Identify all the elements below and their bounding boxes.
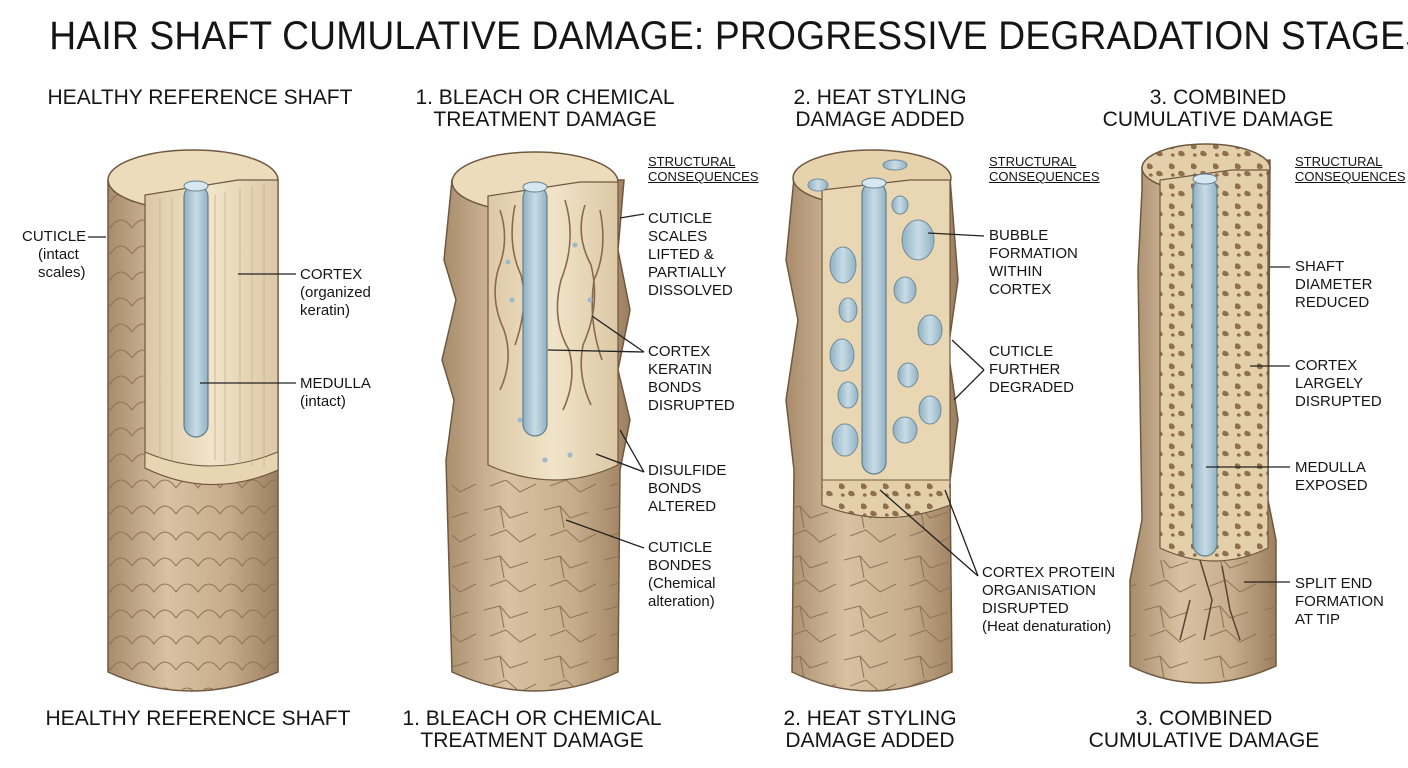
- healthy-shaft: [107, 149, 279, 692]
- structural-consequences-heading: STRUCTURAL CONSEQUENCES: [989, 154, 1100, 184]
- label-medulla-intact: MEDULLA (intact): [300, 375, 371, 410]
- label-cortex-keratin-bonds: CORTEX KERATIN BONDS DISRUPTED: [648, 343, 735, 414]
- label-cuticle-intact: CUTICLE (intact scales): [22, 228, 87, 281]
- label-cuticle-further-degraded: CUTICLE FURTHER DEGRADED: [989, 343, 1075, 396]
- label-medulla-exposed: MEDULLA EXPOSED: [1295, 459, 1368, 494]
- label-disulfide-bonds: DISULFIDE BONDS ALTERED: [648, 462, 727, 515]
- combined-shaft: [1129, 143, 1277, 684]
- label-cuticle-bondes: CUTICLE BONDES (Chemical alteration): [648, 539, 716, 610]
- label-cortex-protein-organisation: CORTEX PROTEIN ORGANISATION DISRUPTED (H…: [982, 564, 1116, 635]
- panel-header-healthy: HEALTHY REFERENCE SHAFT: [47, 86, 353, 109]
- panel-footer-healthy: HEALTHY REFERENCE SHAFT: [45, 707, 351, 730]
- label-cortex-largely-disrupted: CORTEX LARGELY DISRUPTED: [1295, 357, 1382, 410]
- bleach-shaft: [441, 151, 631, 692]
- label-shaft-diameter-reduced: SHAFT DIAMETER REDUCED: [1295, 258, 1373, 311]
- structural-consequences-heading: STRUCTURAL CONSEQUENCES: [648, 154, 759, 184]
- structural-consequences-heading: STRUCTURAL CONSEQUENCES: [1295, 154, 1406, 184]
- diagram-title: HAIR SHAFT CUMULATIVE DAMAGE: PROGRESSIV…: [49, 14, 1408, 58]
- label-cortex-organized: CORTEX (organized keratin): [300, 266, 371, 319]
- label-split-end-formation: SPLIT END FORMATION AT TIP: [1295, 575, 1384, 628]
- label-bubble-formation: BUBBLE FORMATION WITHIN CORTEX: [989, 227, 1078, 298]
- heat-shaft: [785, 149, 959, 692]
- label-cuticle-scales-lifted: CUTICLE SCALES LIFTED & PARTIALLY DISSOL…: [648, 210, 733, 299]
